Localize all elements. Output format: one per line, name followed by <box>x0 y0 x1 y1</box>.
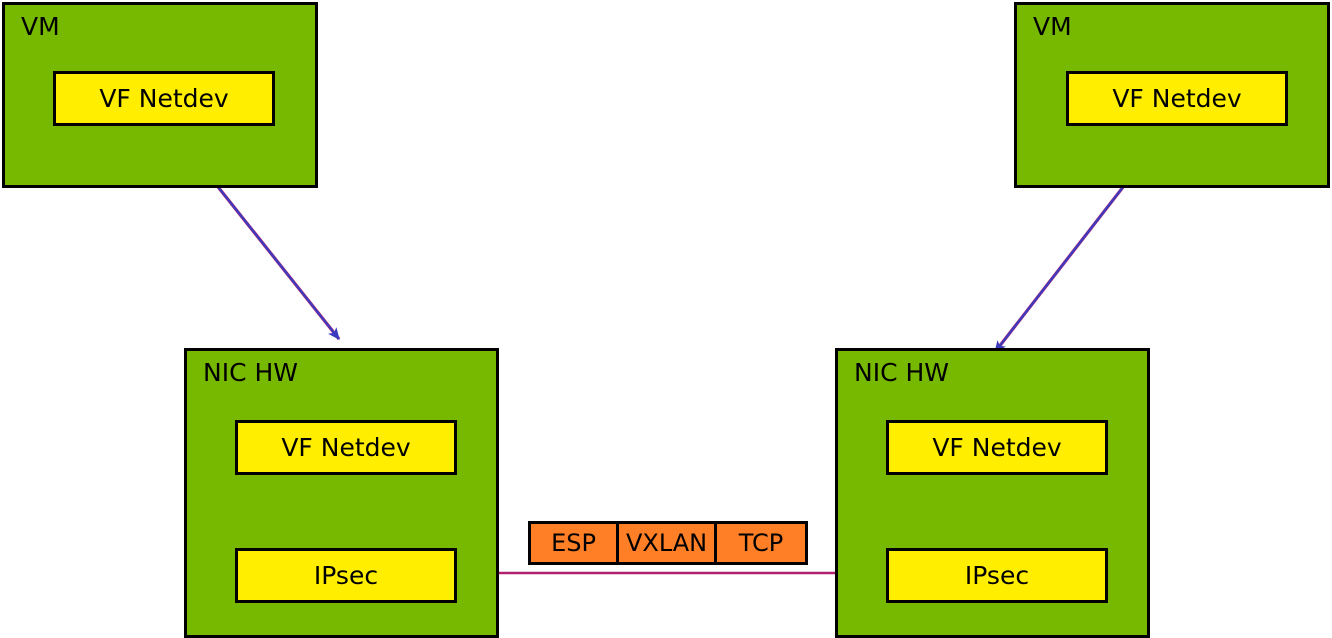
nic-hw-left-ipsec-box: IPsec <box>235 548 457 603</box>
packet-cell-esp: ESP <box>531 524 620 562</box>
nic-hw-left-vf-netdev-box: VF Netdev <box>235 420 457 475</box>
packet-cell-vxlan: VXLAN <box>619 524 717 562</box>
nic-hw-right-box: NIC HW VF Netdev IPsec <box>835 348 1150 638</box>
packet-cell-tcp: TCP <box>716 524 805 562</box>
vm-right-vf-netdev-box: VF Netdev <box>1066 71 1288 126</box>
encapsulated-packet-header: ESP VXLAN TCP <box>528 521 808 565</box>
nic-hw-right-ipsec-box: IPsec <box>886 548 1108 603</box>
vm-left-vf-netdev-box: VF Netdev <box>53 71 275 126</box>
nic-hw-right-vf-netdev-box: VF Netdev <box>886 420 1108 475</box>
vm-right-box: VM VF Netdev <box>1014 2 1330 188</box>
vm-right-label: VM <box>1033 12 1072 41</box>
nic-hw-right-label: NIC HW <box>854 358 949 387</box>
nic-hw-left-box: NIC HW VF Netdev IPsec <box>184 348 499 638</box>
vm-left-label: VM <box>21 12 60 41</box>
vm-left-box: VM VF Netdev <box>2 2 318 188</box>
nic-hw-left-label: NIC HW <box>203 358 298 387</box>
